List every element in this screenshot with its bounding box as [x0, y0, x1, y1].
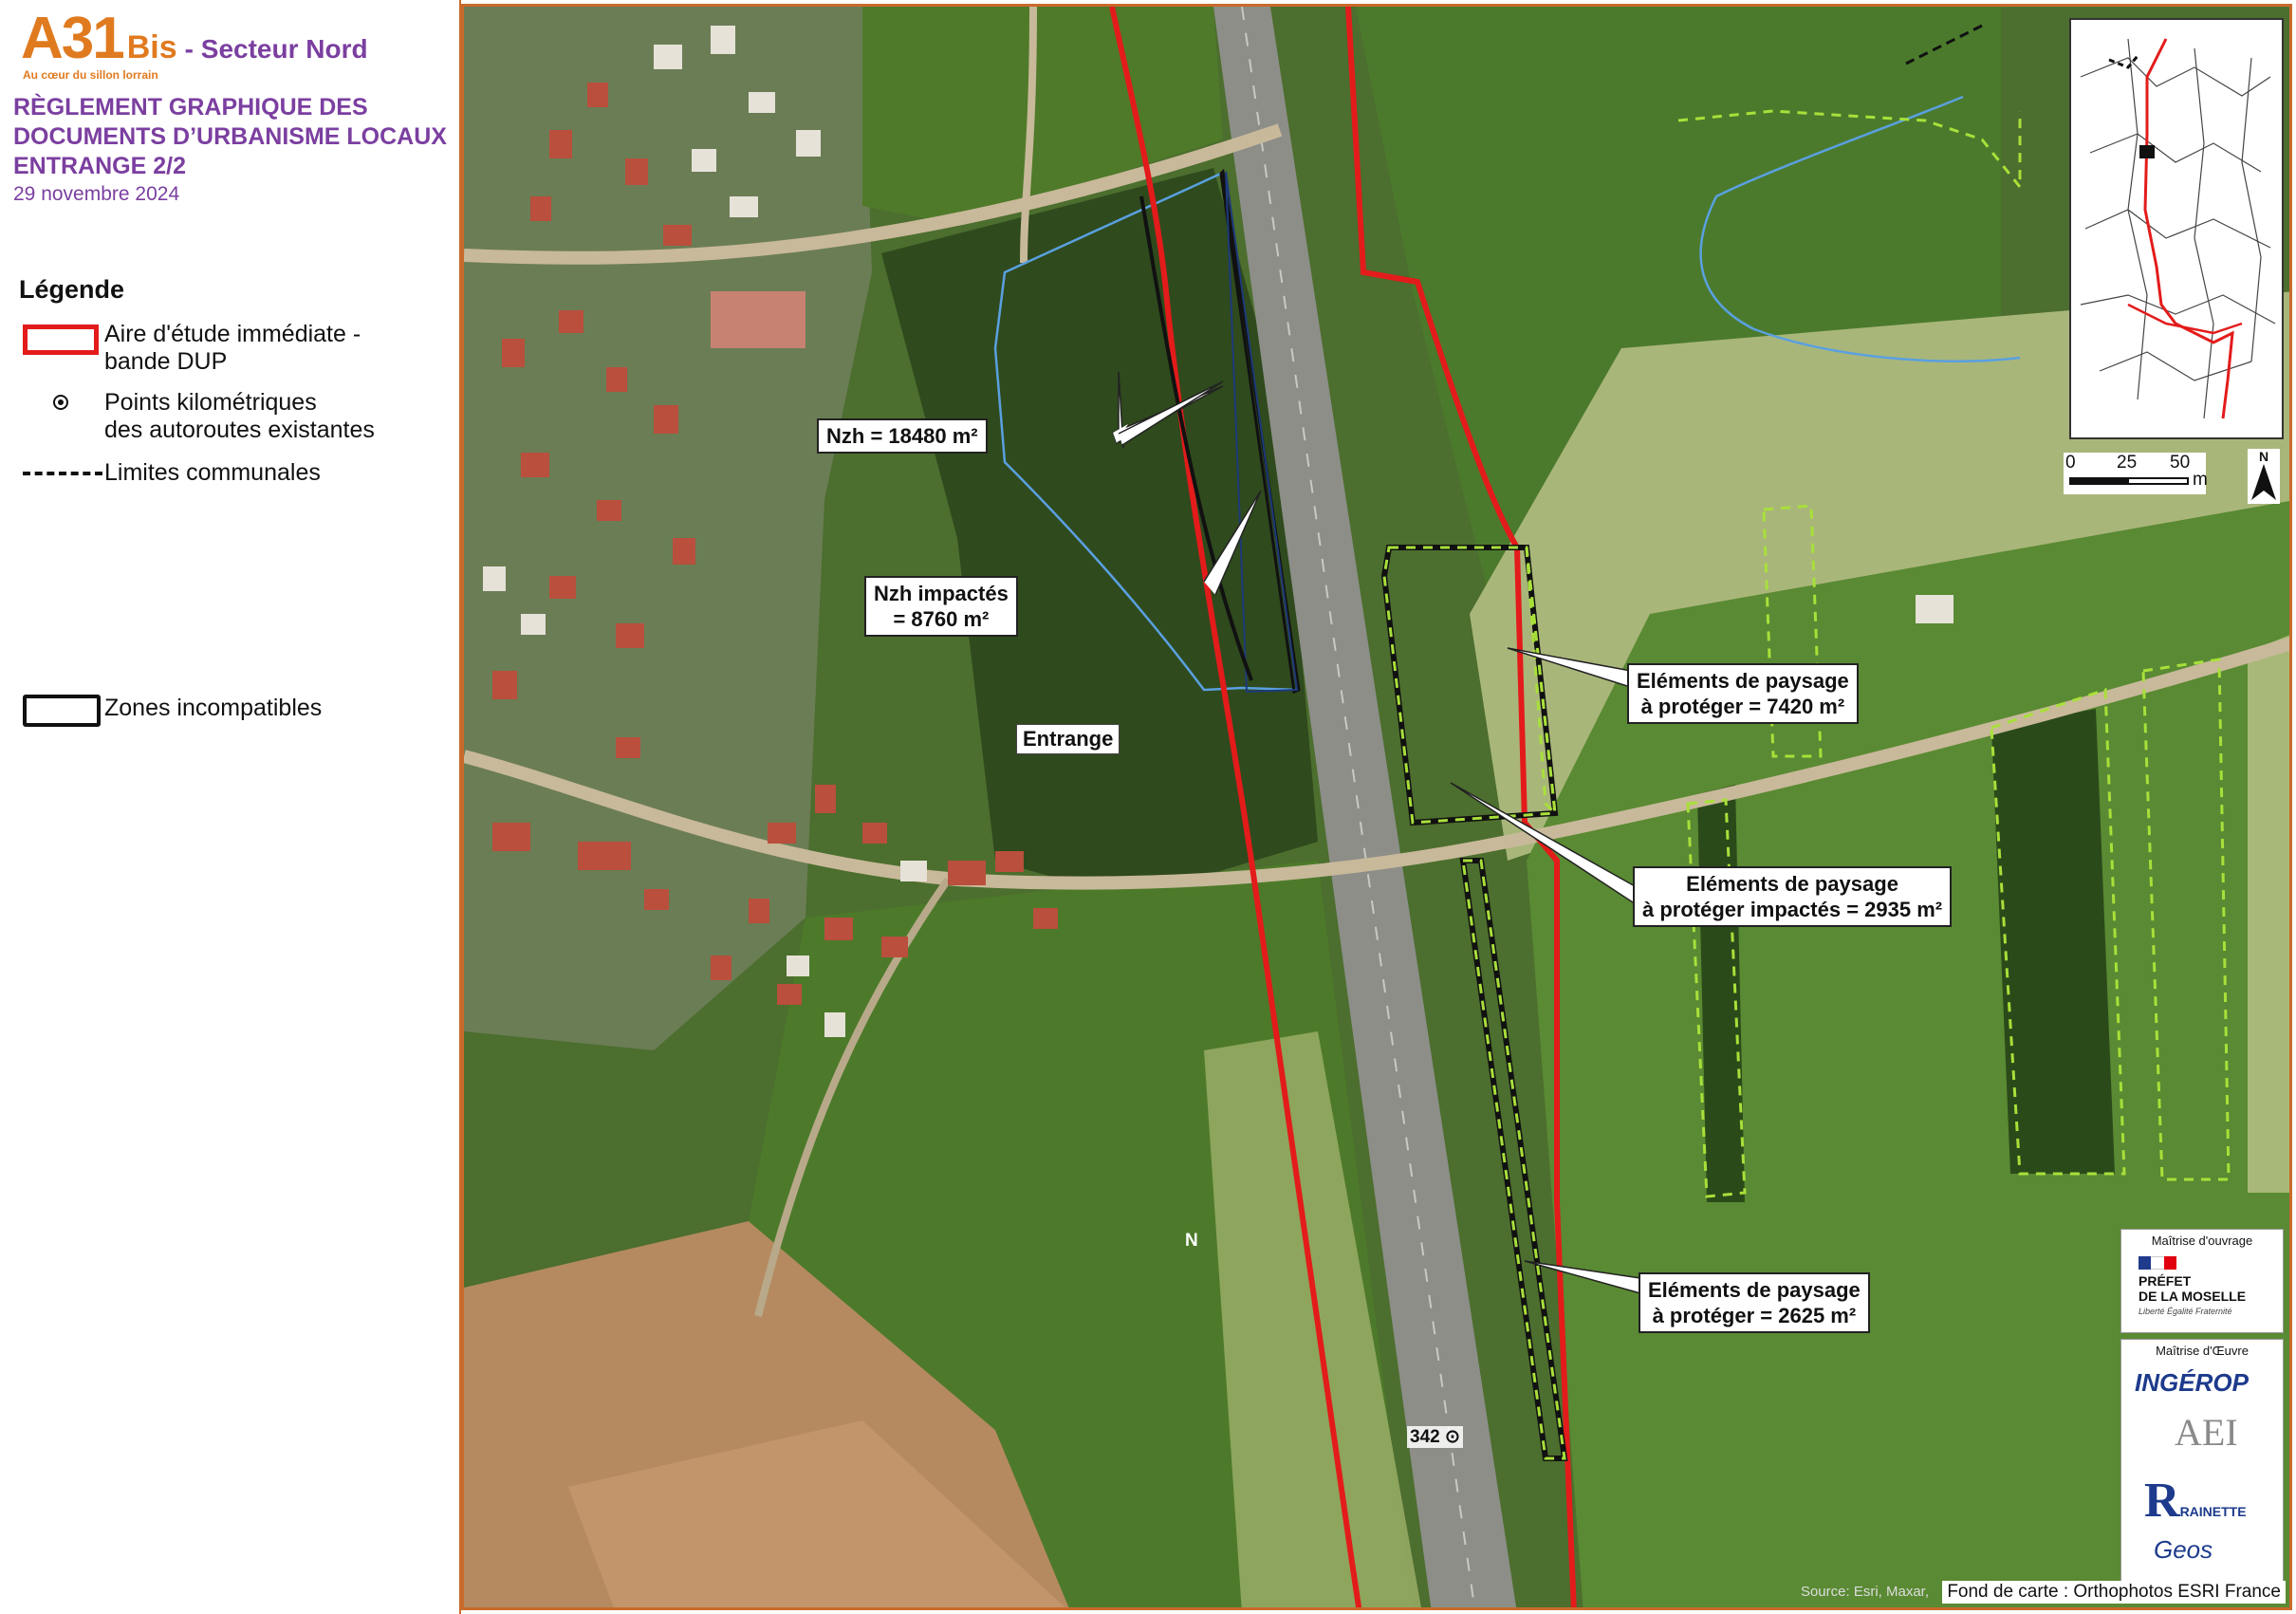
map-date: 29 novembre 2024 [13, 183, 180, 205]
sector-label: - Secteur Nord [184, 34, 368, 64]
callout-line: Eléments de paysage [1637, 669, 1849, 693]
legend-item-study-area: Aire d'étude immédiate -bande DUP [19, 321, 361, 376]
callout-line: à protéger impactés = 2935 m² [1642, 898, 1943, 921]
location-inset-map [2069, 18, 2284, 439]
prefet-logo: PRÉFET DE LA MOSELLE Liberté Égalité Fra… [2139, 1273, 2246, 1319]
circled-point-icon: ⊙ [1444, 1427, 1460, 1447]
maitrise-oeuvre-box: Maîtrise d'Œuvre INGÉROP AEI RRAINETTE G… [2120, 1339, 2284, 1582]
scale-unit: m [2193, 470, 2208, 490]
moa-title: Maîtrise d'ouvrage [2151, 1234, 2253, 1248]
inset-map-drawing [2071, 20, 2282, 437]
kilometric-point-label: 342 ⊙ [1407, 1426, 1463, 1448]
ingerop-logo: INGÉROP [2135, 1368, 2249, 1397]
callout-line: à protéger = 2625 m² [1652, 1304, 1857, 1327]
legend-label-2: des autoroutes existantes [104, 417, 375, 443]
rainette-logo: RRAINETTE [2144, 1474, 2247, 1528]
prefet-line-2: DE LA MOSELLE [2139, 1289, 2247, 1304]
scale-tick-0: 0 [2065, 453, 2076, 473]
scale-bar-graphic [2069, 477, 2189, 485]
map-title-block: RÈGLEMENT GRAPHIQUE DES DOCUMENTS D’URBA… [13, 93, 454, 206]
maitrise-ouvrage-box: Maîtrise d'ouvrage PRÉFET DE LA MOSELLE … [2120, 1229, 2284, 1333]
rainette-text: RAINETTE [2179, 1504, 2247, 1519]
moe-title: Maîtrise d'Œuvre [2156, 1344, 2249, 1358]
legend-label: Zones incompatibles [104, 695, 323, 721]
callout-line: = 8760 m² [893, 607, 990, 631]
title-line-2: DOCUMENTS D’URBANISME LOCAUX [13, 123, 447, 150]
logo-tagline: Au cœur du sillon lorrain [23, 68, 158, 82]
legend-label: Limites communales [104, 459, 321, 486]
circled-point-icon [19, 389, 104, 427]
scale-tick-25: 25 [2117, 453, 2138, 473]
callout-line: Nzh = 18480 m² [826, 424, 978, 448]
french-flag-icon [2139, 1256, 2176, 1270]
orthophoto-background [464, 7, 2289, 1607]
legend-title: Légende [19, 275, 125, 304]
black-rectangle-icon [19, 691, 104, 729]
legend-item-communal-limits: Limites communales [19, 459, 321, 497]
zone-n-label: N [1185, 1231, 1198, 1251]
callout-line: Nzh impactés [874, 582, 1009, 605]
title-line-1: RÈGLEMENT GRAPHIQUE DES [13, 94, 368, 121]
logo-bis: Bis [126, 29, 177, 65]
callout-landscape-7420: Eléments de paysage à protéger = 7420 m² [1627, 663, 1859, 724]
callout-landscape-impacted: Eléments de paysage à protéger impactés … [1633, 866, 1953, 927]
legend-label: Aire d'étude immédiate - [104, 321, 361, 347]
legend-item-incompatible-zones: Zones incompatibles [19, 691, 322, 729]
north-label: N [2258, 449, 2269, 464]
place-label-entrange: Entrange [1016, 724, 1120, 754]
scale-bar: 0 25 50 m [2064, 453, 2208, 494]
callout-landscape-2625: Eléments de paysage à protéger = 2625 m² [1639, 1272, 1870, 1333]
dashed-line-icon [19, 459, 104, 497]
legend-label-2: bande DUP [104, 348, 228, 375]
callout-nzh-total: Nzh = 18480 m² [817, 418, 988, 454]
title-line-3: ENTRANGE 2/2 [13, 153, 186, 179]
callout-line: Eléments de paysage [1686, 872, 1898, 896]
geos-logo: Geos [2154, 1535, 2213, 1564]
prefet-line-1: PRÉFET [2139, 1273, 2192, 1289]
callout-line: à protéger = 7420 m² [1640, 695, 1845, 718]
scale-tick-50: 50 [2170, 453, 2191, 473]
map-view[interactable]: Nzh = 18480 m² Nzh impactés = 8760 m² El… [461, 4, 2292, 1610]
basemap-credit: Fond de carte : Orthophotos ESRI France [1942, 1581, 2286, 1604]
logo-main: A31 [21, 6, 125, 71]
prefet-motto: Liberté Égalité Fraternité [2139, 1307, 2232, 1316]
north-arrow-icon: N [2248, 449, 2280, 504]
pk-number: 342 [1410, 1427, 1440, 1447]
source-credit: Source: Esri, Maxar, [1800, 1584, 1929, 1600]
callout-line: Eléments de paysage [1648, 1278, 1861, 1302]
aei-logo: AEI [2175, 1411, 2238, 1454]
red-rectangle-icon [19, 321, 104, 359]
callout-nzh-impacted: Nzh impactés = 8760 m² [864, 576, 1018, 637]
legend-label: Points kilométriques [104, 389, 317, 416]
